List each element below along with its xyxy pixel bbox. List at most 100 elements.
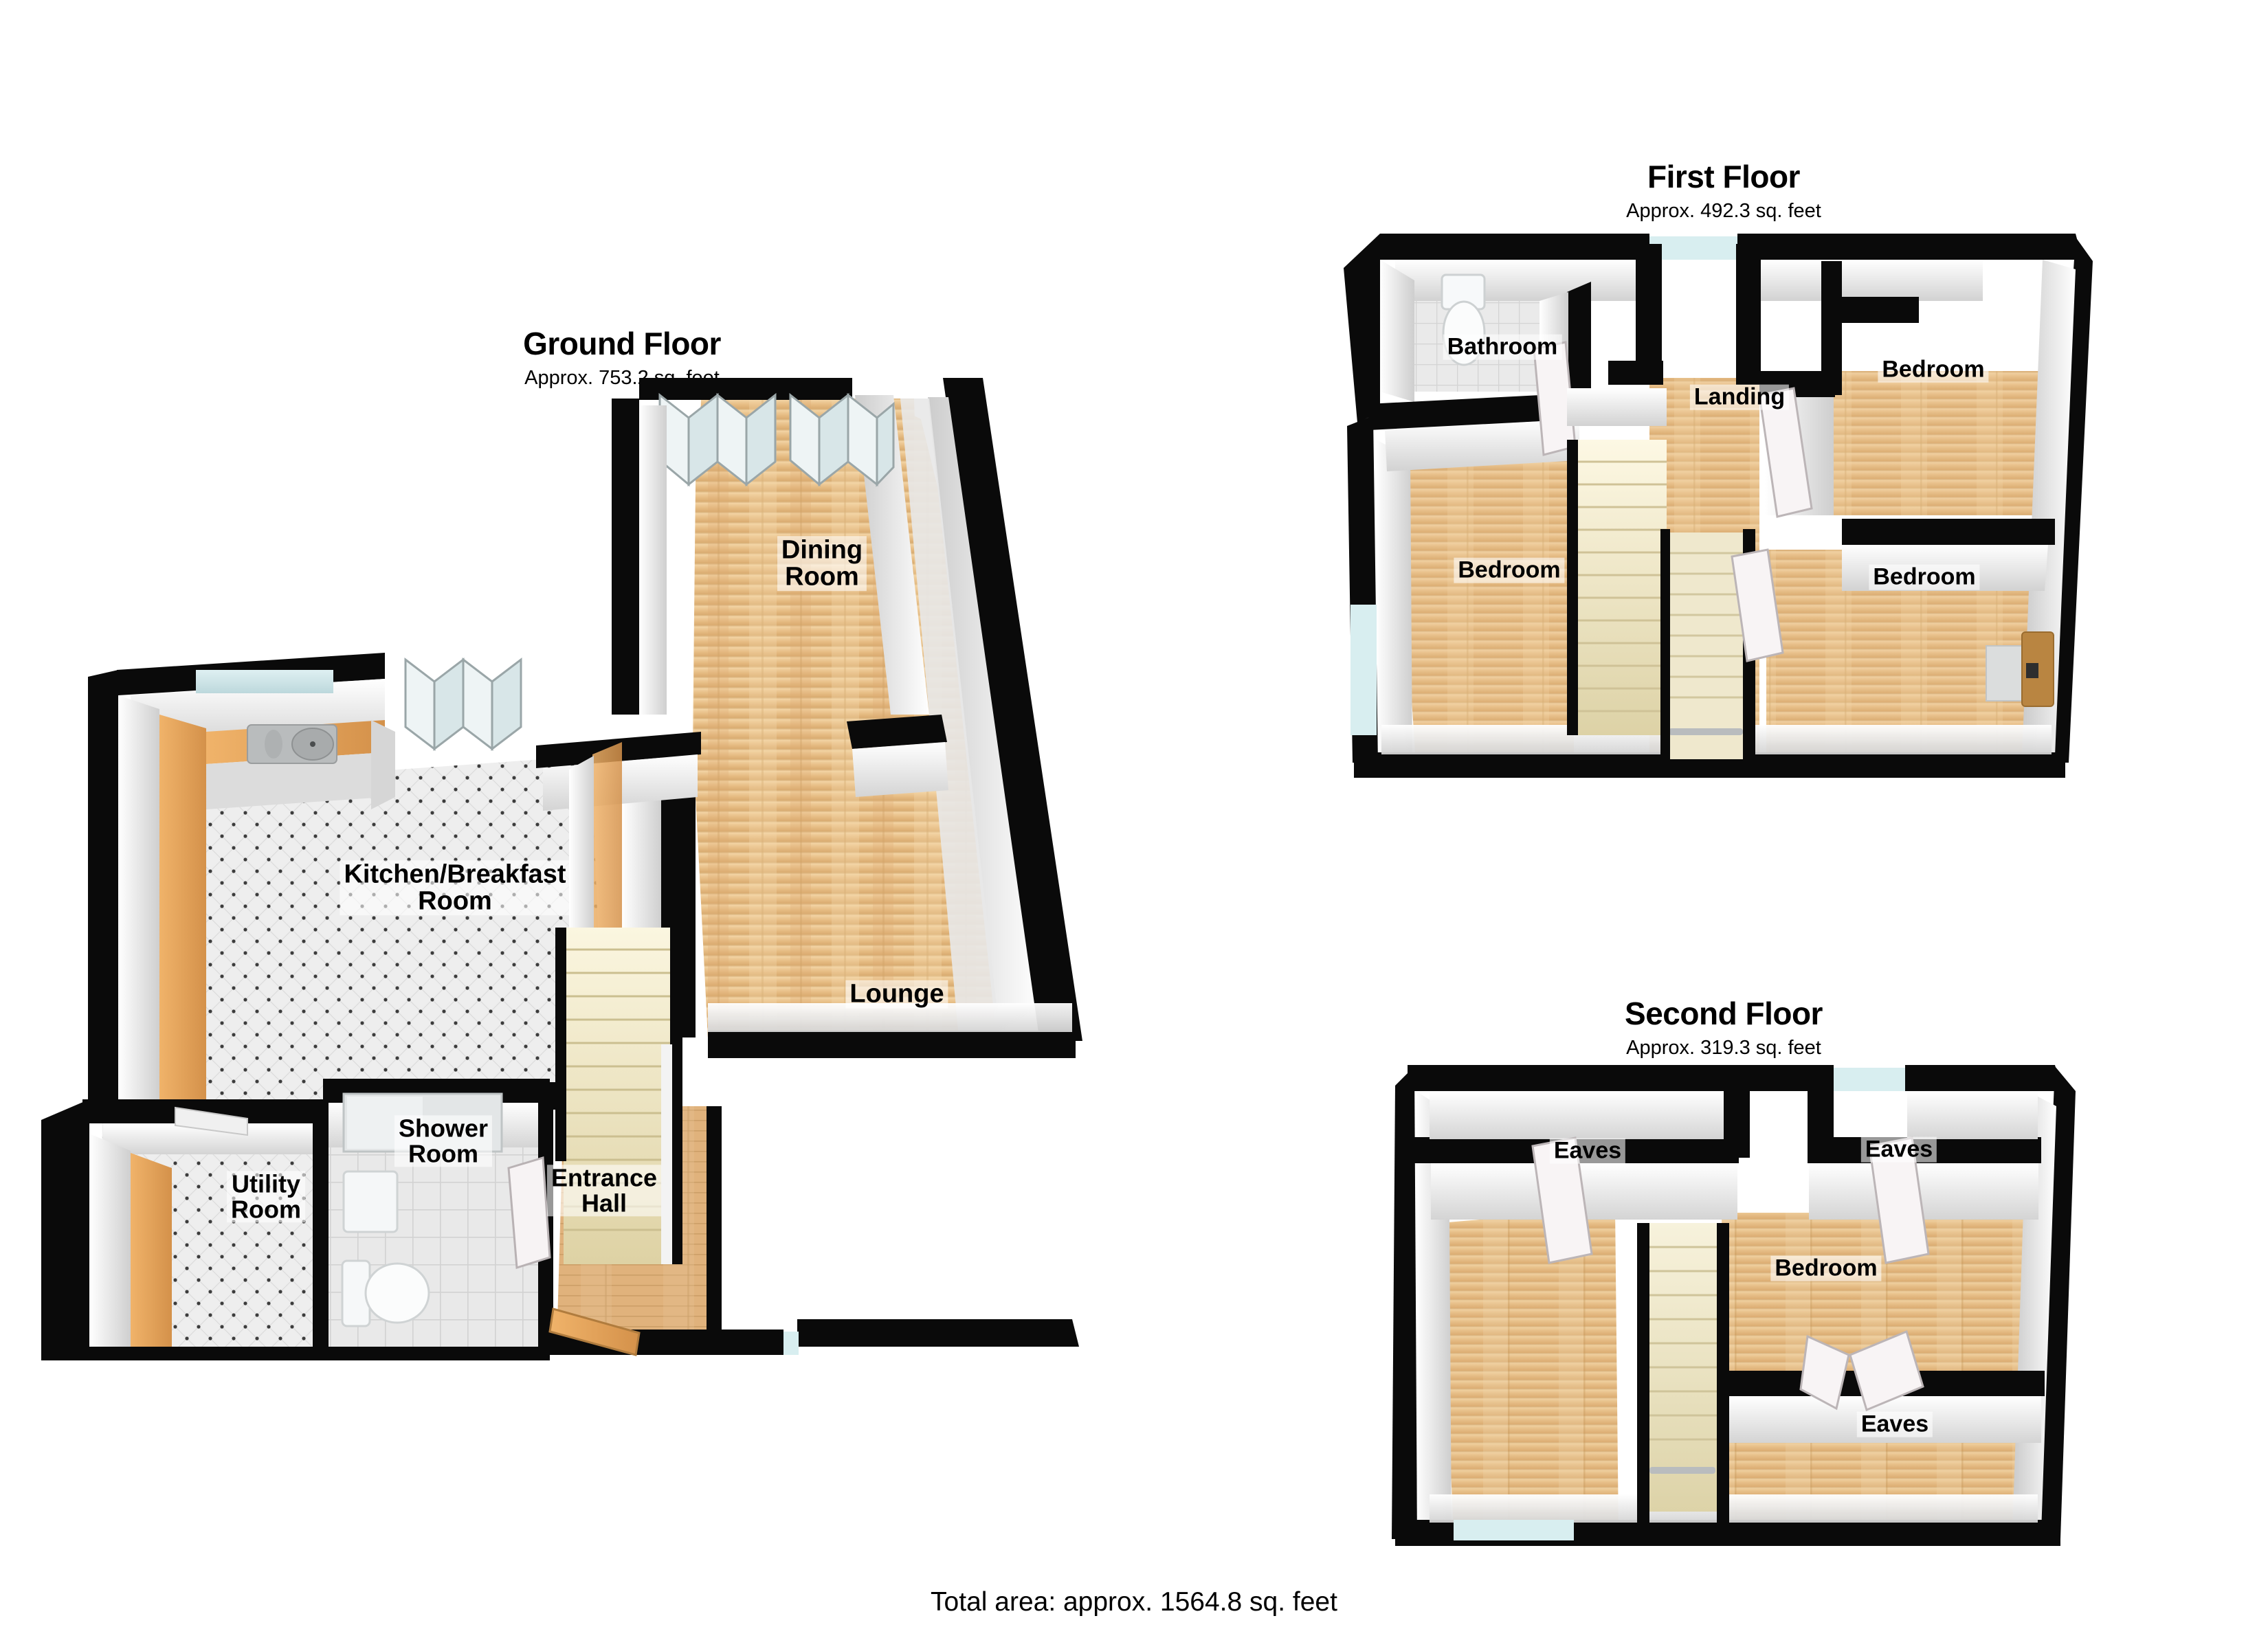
ground-window-front	[783, 1332, 799, 1355]
sf-skylight	[1828, 1068, 1905, 1091]
wall-utility-left-outer	[41, 1099, 89, 1360]
first-floor-plan	[1292, 220, 2131, 797]
wall-ff-tr-bottom	[1842, 519, 2055, 545]
second-floor-plan	[1326, 1058, 2137, 1553]
wall-sf-eaves-right-face	[1809, 1163, 2038, 1220]
kitchen-base-units	[206, 752, 385, 809]
kitchen-counter-right	[371, 720, 395, 809]
wall-utility-left-face	[89, 1134, 131, 1360]
wall-ff-top-right	[1737, 234, 1986, 260]
ground-floor-title-block: Ground Floor Approx. 753.2 sq. feet	[440, 326, 804, 391]
ground-floor-title: Ground Floor	[523, 326, 721, 361]
toilet-icon-first	[1441, 273, 1486, 366]
stair-handrail	[1669, 728, 1743, 735]
wall-ff-bottom	[1354, 752, 2065, 778]
stair-handrail-second	[1649, 1467, 1715, 1474]
eaves-bottom-door-left[interactable]	[1799, 1334, 1850, 1411]
wall-utility-bottom	[82, 1347, 323, 1360]
wall-ff-landing-head	[1608, 361, 1663, 385]
wall-entrance-right	[707, 1106, 722, 1347]
room-bed-left-floor	[1395, 426, 1574, 763]
staircase-first-up	[1660, 529, 1755, 759]
wall-lounge-bottom-face	[708, 1003, 1072, 1032]
second-floor-title: Second Floor	[1625, 996, 1823, 1031]
shower-room-door[interactable]	[507, 1156, 551, 1269]
wall-dining-left-face	[639, 405, 667, 715]
wall-ff-left-outer-top	[1344, 234, 1380, 423]
wall-utility-right	[313, 1099, 329, 1354]
bedroom-br-door[interactable]	[1731, 548, 1784, 662]
wall-sf-bottom-face	[1430, 1494, 2038, 1523]
wall-sf-center-top	[1724, 1065, 1750, 1158]
front-door[interactable]	[548, 1308, 641, 1356]
bedroom-chair	[1986, 631, 2054, 707]
room-bed-br-floor	[1766, 550, 2048, 763]
wall-sf-top-right	[1905, 1065, 2062, 1091]
total-area-text: Total area: approx. 1564.8 sq. feet	[931, 1587, 1337, 1617]
eaves-bottom-door-right[interactable]	[1849, 1330, 1924, 1412]
wall-ff-tr-bottom-face	[1842, 545, 2048, 591]
room-bed-tr-floor	[1821, 371, 2041, 515]
shower-basin	[342, 1170, 399, 1233]
wall-ff-top-left	[1380, 234, 1649, 260]
kitchen-counter-left	[159, 715, 206, 1099]
wall-ff-top-far-right	[1986, 234, 2082, 260]
staircase-first-down	[1567, 440, 1667, 735]
ff-window-top	[1649, 236, 1737, 260]
sf-window-bottom	[1454, 1520, 1574, 1540]
wall-lounge-right-face	[928, 397, 1039, 1037]
bifold-door-dining-right[interactable]	[789, 392, 895, 487]
room-kitchen-floor	[206, 756, 605, 1099]
wall-ff-landing-head-face	[1567, 388, 1667, 426]
utility-wood-panel	[131, 1153, 172, 1360]
wall-shower-bottom	[323, 1347, 550, 1360]
wall-kitchen-left-face	[118, 695, 159, 1099]
wall-lounge-right-notch-face	[852, 742, 948, 797]
wall-kitchen-left-outer	[88, 670, 118, 1110]
first-floor-title-block: First Floor Approx. 492.3 sq. feet	[1545, 159, 1902, 224]
ff-window-left	[1350, 605, 1377, 735]
wall-sf-eaves-right-divider	[1808, 1065, 1834, 1141]
kitchen-window	[196, 670, 333, 693]
wall-lounge-right-notch	[847, 715, 947, 749]
wall-sf-eaves-left-face	[1431, 1163, 1737, 1220]
wall-ff-tr-notch	[1842, 297, 1919, 323]
wall-ground-bottom-b	[797, 1319, 1079, 1347]
wall-dining-top	[639, 378, 852, 400]
wall-ff-bathroom-bottom-face	[1385, 419, 1579, 471]
wall-ff-left-face-bottom	[1376, 440, 1412, 756]
wall-lounge-bottom	[708, 1031, 1076, 1058]
wall-sf-eaves-right-back	[1907, 1091, 2038, 1139]
wall-lounge-right-inner	[900, 399, 1000, 1037]
wall-sf-eaves-right-bottom	[1808, 1137, 2041, 1163]
first-floor-title: First Floor	[1647, 159, 1800, 194]
room-sf-left-floor	[1440, 1208, 1619, 1532]
wall-ff-top-right-face	[1739, 260, 1983, 301]
wall-ff-bathroom-right	[1567, 282, 1591, 419]
staircase-second	[1637, 1223, 1729, 1525]
toilet-icon-ground	[341, 1259, 430, 1327]
bifold-door-dining-left[interactable]	[658, 392, 777, 487]
wall-sf-left-outer	[1392, 1066, 1417, 1539]
wall-ff-landing-right-upper	[1736, 244, 1761, 385]
wall-sf-right-outer	[2036, 1066, 2076, 1539]
ground-floor-plan	[0, 357, 1237, 1360]
second-floor-title-block: Second Floor Approx. 319.3 sq. feet	[1545, 996, 1902, 1061]
wall-sf-eaves-left-back	[1430, 1091, 1736, 1139]
wall-ff-bathroom-bottom	[1368, 393, 1581, 430]
wall-utility-top-face	[103, 1123, 322, 1154]
utility-shelf	[175, 1106, 248, 1136]
wall-lounge-right-outer	[943, 378, 1082, 1041]
wall-ff-landing-left-upper	[1636, 244, 1662, 385]
wall-ground-bottom-a	[711, 1330, 783, 1355]
first-floor-area: Approx. 492.3 sq. feet	[1626, 199, 1821, 222]
wall-dining-left	[612, 399, 639, 715]
second-floor-area: Approx. 319.3 sq. feet	[1626, 1036, 1821, 1059]
kitchen-sink-icon	[247, 724, 337, 764]
wall-ff-tr-upper	[1821, 261, 1842, 395]
wall-ff-left-face-top	[1380, 260, 1414, 402]
bifold-door-kitchen[interactable]	[404, 657, 522, 752]
wall-ff-top-left-face	[1395, 260, 1646, 301]
staircase-ground	[555, 928, 682, 1264]
shower-tray	[347, 1097, 423, 1149]
